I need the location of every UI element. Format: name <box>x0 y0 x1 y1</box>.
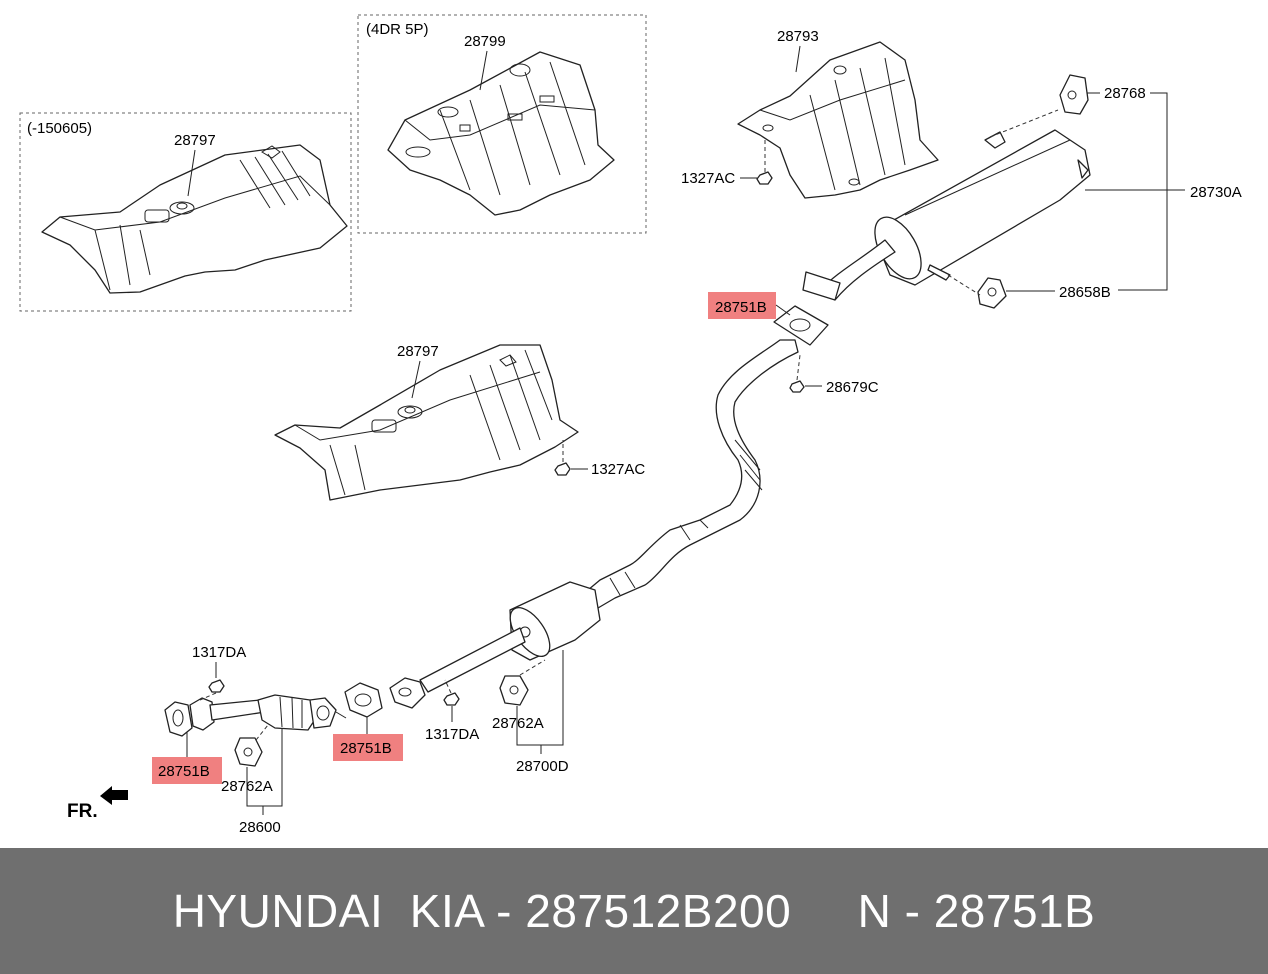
label-28751b-center: 28751B <box>340 740 392 757</box>
label-1327ac-mid: 1327AC <box>591 461 645 478</box>
center-pipe-28700d <box>389 339 799 709</box>
heat-shield-28797-top <box>41 144 348 294</box>
label-front: FR. <box>67 801 98 822</box>
hanger-28762a-left <box>234 737 263 767</box>
footer-bar: HYUNDAI KIA - 287512B200 N - 28751B <box>0 848 1268 974</box>
heat-shield-28797-mid <box>274 344 579 501</box>
gasket-28751b-center <box>344 682 383 718</box>
front-pipe-28600 <box>164 694 347 737</box>
heat-shield-28799 <box>387 51 615 216</box>
label-28797-mid: 28797 <box>397 343 439 360</box>
highlight-28751b-mid <box>708 292 776 319</box>
hanger-28762a-right <box>499 675 529 706</box>
label-28751b-mid: 28751B <box>715 299 767 316</box>
label-1317da-center: 1317DA <box>425 726 479 743</box>
footer-part-number: HYUNDAI KIA - 287512B200 N - 28751B <box>172 885 1096 937</box>
label-28730a: 28730A <box>1190 184 1242 201</box>
label-28793: 28793 <box>777 28 819 45</box>
group-label-150605: (-150605) <box>27 120 92 137</box>
hanger-28768 <box>1059 74 1089 115</box>
label-28797-top: 28797 <box>174 132 216 149</box>
label-28799: 28799 <box>464 33 506 50</box>
nut-1317da-center <box>443 692 460 706</box>
label-28658b: 28658B <box>1059 284 1111 301</box>
nut-1317da-left <box>208 679 225 693</box>
label-28768: 28768 <box>1104 85 1146 102</box>
nut-28679c <box>789 380 805 393</box>
highlight-28751b-center <box>333 734 403 761</box>
highlight-28751b-left <box>152 757 222 784</box>
rear-muffler-28730a <box>819 129 1091 301</box>
group-label-4dr5p: (4DR 5P) <box>366 21 429 38</box>
label-28679c: 28679C <box>826 379 879 396</box>
nut-1327ac-top <box>756 171 773 185</box>
front-direction-arrow-icon <box>100 786 128 805</box>
exhaust-parts-diagram: (-150605) 28797 (4DR 5P) 28799 28793 <box>19 14 1242 836</box>
label-1317da-left: 1317DA <box>192 644 246 661</box>
hanger-28658b <box>977 277 1007 309</box>
heat-shield-28793 <box>737 41 939 199</box>
gasket-28751b-mid <box>773 271 841 346</box>
group-box-4dr5p <box>357 14 647 234</box>
label-1327ac-top: 1327AC <box>681 170 735 187</box>
label-28700d: 28700D <box>516 758 569 775</box>
nut-1327ac-mid <box>554 462 571 476</box>
label-28762a-right: 28762A <box>492 715 544 732</box>
label-28600: 28600 <box>239 819 281 836</box>
label-28751b-left: 28751B <box>158 763 210 780</box>
